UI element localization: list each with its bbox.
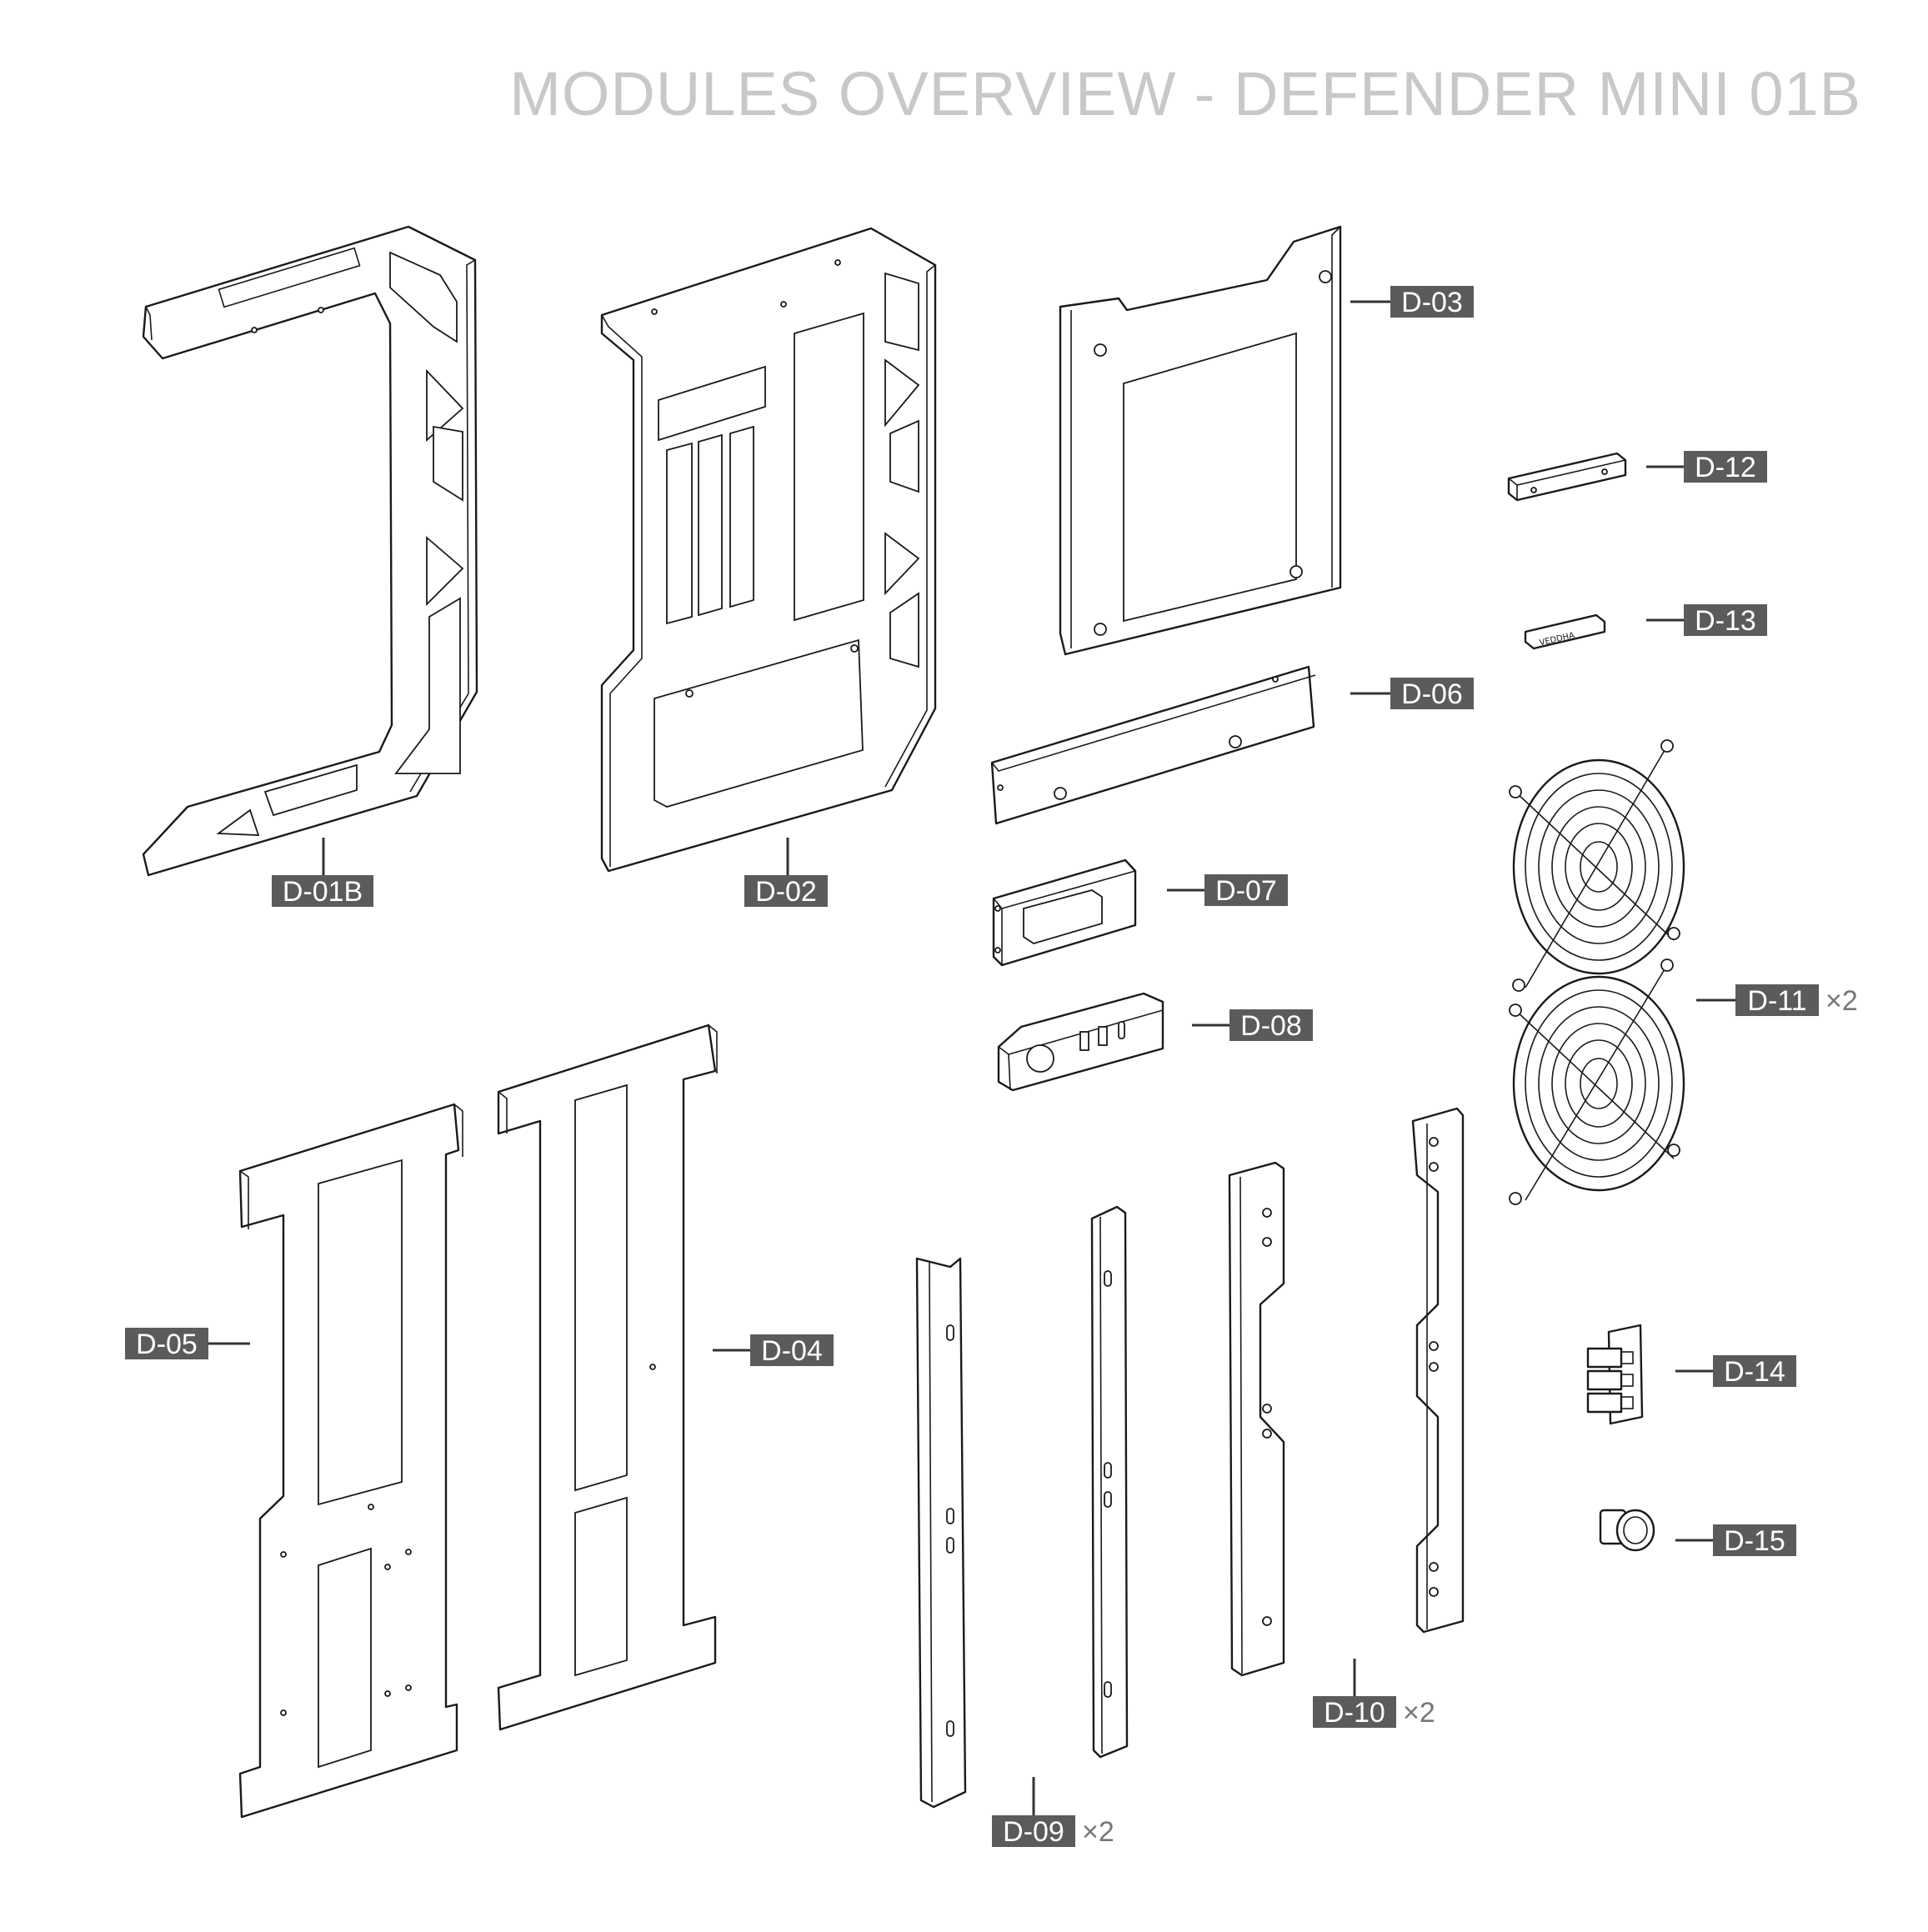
part-d-01b <box>142 225 478 877</box>
part-d-10-bracket-1 <box>1228 1161 1285 1677</box>
tag-d-15: D-15 <box>1713 1524 1796 1557</box>
tag-d-10: D-10 ×2 <box>1313 1696 1435 1729</box>
part-d-03 <box>1059 225 1342 656</box>
svg-text:D-01B: D-01B <box>283 876 363 908</box>
qty-d-09: ×2 <box>1082 1816 1114 1848</box>
part-d-02 <box>600 227 937 873</box>
part-d-15 <box>1599 1509 1655 1552</box>
tag-d-08: D-08 <box>1229 1009 1313 1042</box>
svg-text:D-10: D-10 <box>1324 1697 1385 1729</box>
part-d-09-rail-1 <box>915 1257 967 1809</box>
svg-text:D-14: D-14 <box>1724 1356 1785 1388</box>
tag-d-04: D-04 <box>750 1334 834 1367</box>
tag-d-12: D-12 <box>1684 451 1767 483</box>
svg-text:D-02: D-02 <box>755 876 817 908</box>
part-d-10-bracket-2 <box>1411 1107 1465 1634</box>
svg-text:D-08: D-08 <box>1240 1010 1302 1042</box>
tag-d-07: D-07 <box>1204 874 1288 907</box>
part-d-05 <box>238 1103 463 1819</box>
tag-d-01b: D-01B <box>272 875 373 908</box>
tag-d-13: D-13 <box>1684 604 1767 637</box>
svg-text:D-04: D-04 <box>761 1335 823 1367</box>
part-d-06 <box>990 665 1316 825</box>
part-d-09-rail-2 <box>1090 1205 1129 1759</box>
svg-text:D-09: D-09 <box>1003 1816 1064 1848</box>
part-d-04 <box>497 1024 718 1731</box>
svg-text:D-11: D-11 <box>1747 985 1806 1017</box>
tag-d-02: D-02 <box>744 875 828 908</box>
part-d-11-grill-2 <box>1509 958 1685 1205</box>
tag-d-05: D-05 <box>125 1328 208 1360</box>
tag-d-06: D-06 <box>1390 678 1474 710</box>
part-d-14 <box>1586 1324 1644 1425</box>
tag-d-14: D-14 <box>1713 1355 1796 1388</box>
svg-text:D-13: D-13 <box>1695 605 1756 637</box>
part-d-08 <box>997 992 1164 1092</box>
svg-text:D-03: D-03 <box>1401 287 1463 318</box>
part-d-13: VEDDHA <box>1524 613 1606 650</box>
tag-d-09: D-09 ×2 <box>992 1815 1114 1848</box>
qty-d-11: ×2 <box>1825 985 1858 1017</box>
tag-d-11: D-11 ×2 <box>1735 984 1858 1017</box>
tag-d-03: D-03 <box>1390 286 1474 318</box>
page-title: MODULES OVERVIEW - DEFENDER MINI 01B <box>509 59 1861 128</box>
svg-text:D-12: D-12 <box>1695 452 1756 483</box>
svg-text:D-05: D-05 <box>136 1329 198 1360</box>
part-d-07 <box>992 858 1137 967</box>
svg-text:D-15: D-15 <box>1724 1525 1785 1557</box>
leader-lines <box>208 300 1735 1815</box>
part-d-12 <box>1507 452 1627 502</box>
qty-d-10: ×2 <box>1403 1697 1435 1729</box>
svg-text:D-07: D-07 <box>1215 875 1277 907</box>
svg-text:D-06: D-06 <box>1401 678 1463 710</box>
part-d-11-grill-1 <box>1509 739 1685 992</box>
